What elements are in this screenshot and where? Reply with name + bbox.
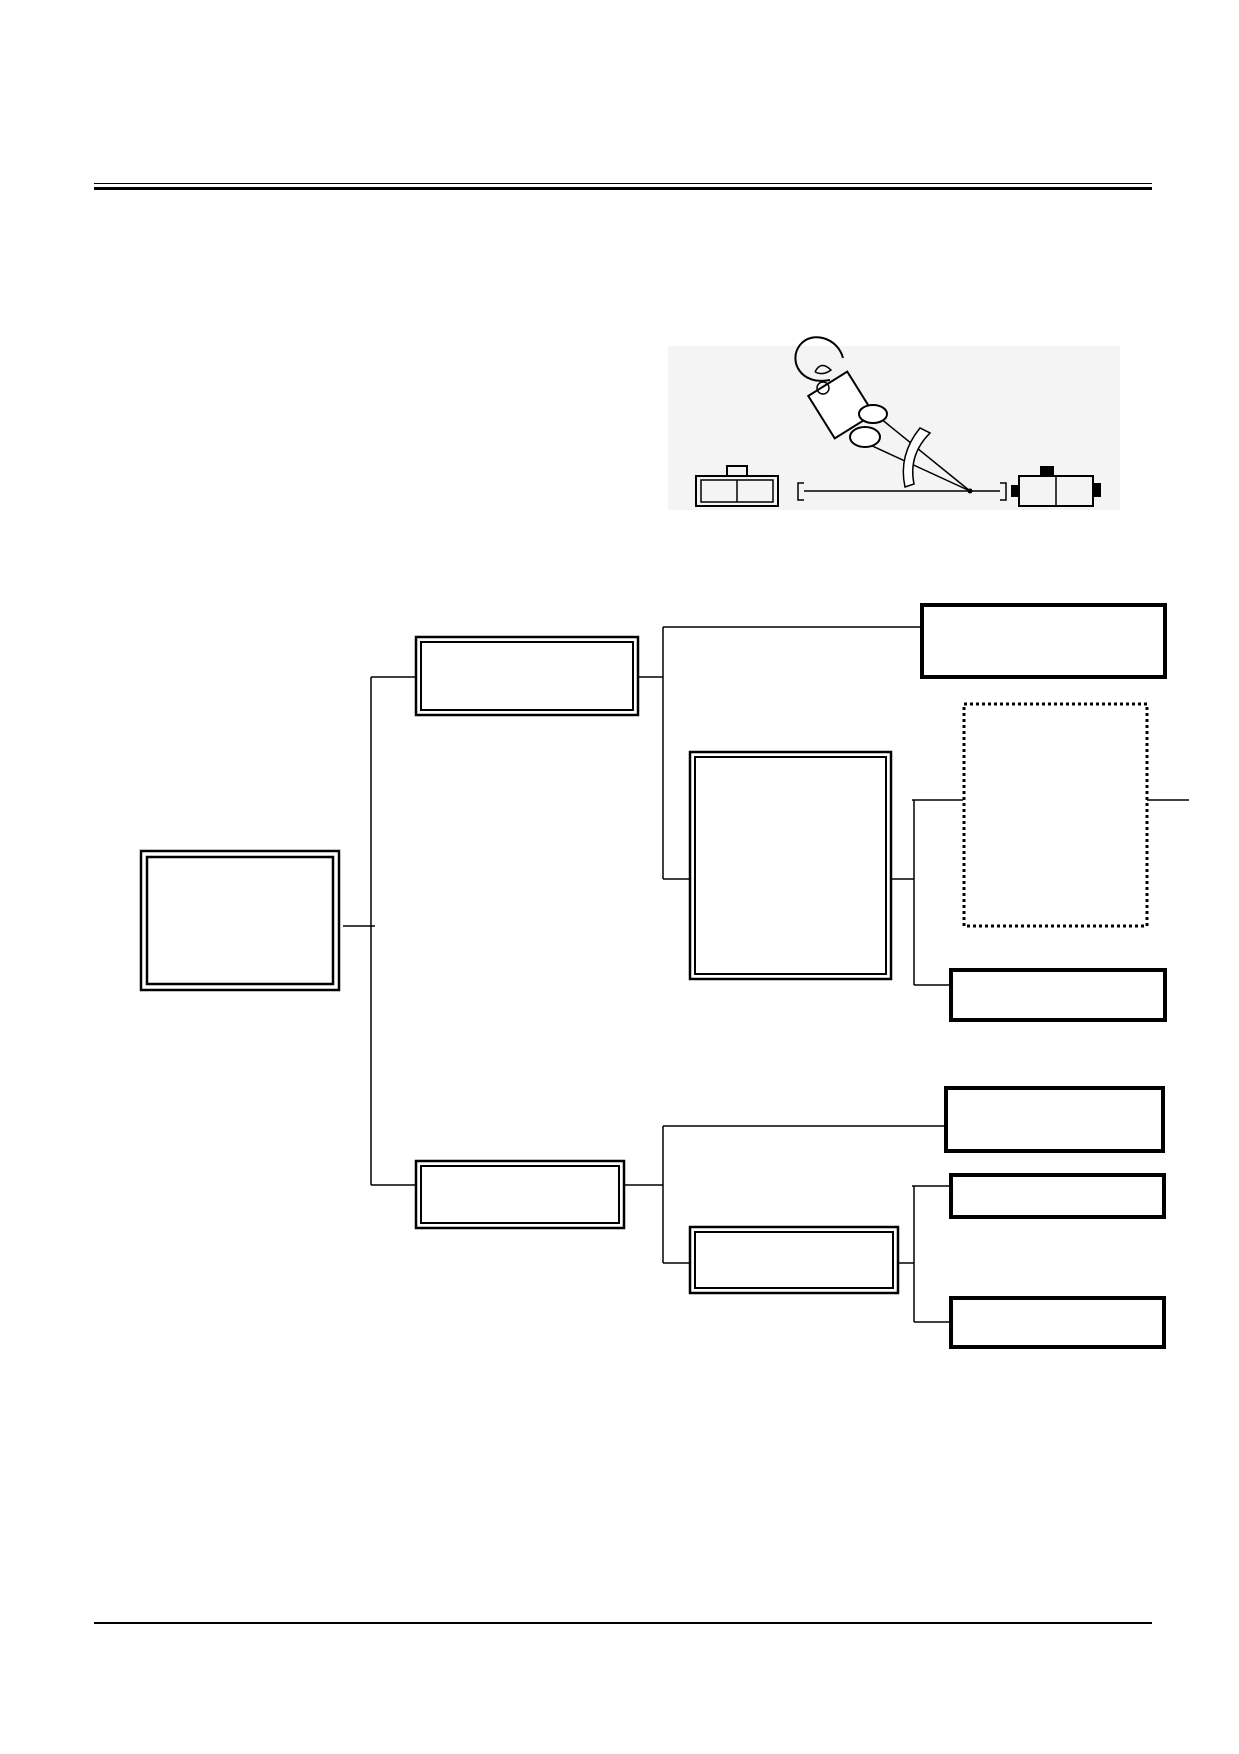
root-box [139,849,341,992]
illustration-background [668,346,1120,510]
bottom-leaf-box-2 [949,1296,1166,1349]
small-box-right [949,968,1167,1022]
lamp-lens-icon [858,404,888,424]
probe-wire-1 [879,417,971,492]
probe-wire-2 [867,443,971,492]
bottom-leaf-box-1 [949,1173,1166,1219]
bottom-child-box-2 [688,1225,900,1295]
top-child-box-1 [920,603,1167,679]
dotted-box [962,702,1149,928]
header-rule-thick [94,187,1152,190]
lamp-lens-icon-2 [849,426,881,448]
right-connector-icon [1000,466,1101,507]
bottom-branch-box [414,1159,626,1230]
bulb-icon [794,336,844,395]
bottom-child-box-1 [944,1086,1165,1153]
footer-rule [94,1622,1152,1624]
probe-shield-icon [902,427,932,488]
connector-lines [343,626,1189,1323]
left-connector-icon [695,465,804,507]
top-branch-box [414,635,640,717]
header-rule-thin [94,183,1152,184]
lamp-probe-connector-illustration [668,336,1120,510]
top-child-box-2 [688,750,893,981]
